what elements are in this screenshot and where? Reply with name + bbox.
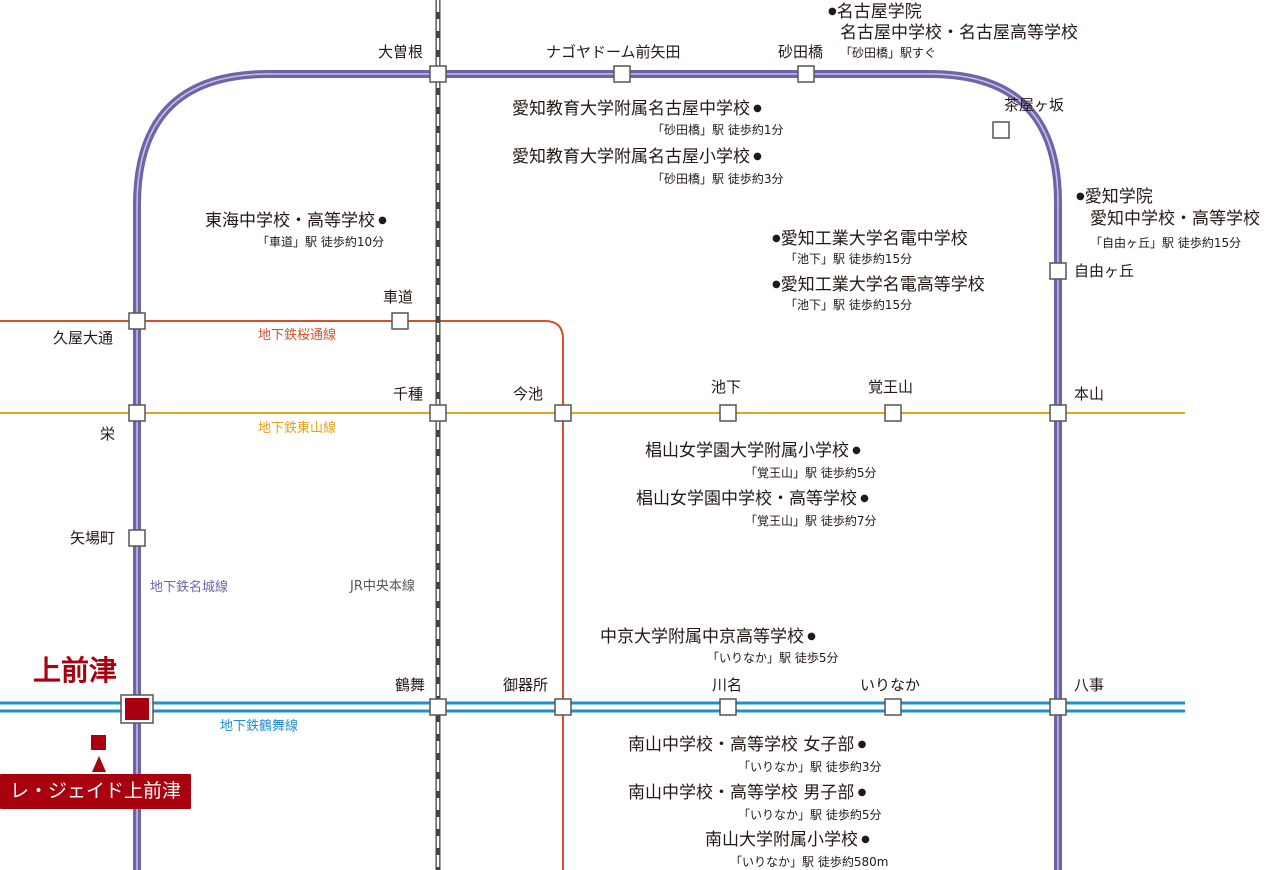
station-label-yabacho: 矢場町 (70, 529, 116, 547)
station-label-motoyama: 本山 (1074, 385, 1105, 403)
line-label-meijo: 地下鉄名城線 (150, 580, 229, 595)
school-tokai: 東海中学校・高等学校 (205, 213, 387, 230)
tsurumai-line (0, 701, 1185, 713)
station-label-chayagasaka: 茶屋ヶ坂 (1004, 96, 1065, 114)
station-marker-chayagasaka (992, 121, 1010, 139)
station-label-nagoya-dome: ナゴヤドーム前矢田 (546, 43, 681, 61)
sakuradori-line (0, 320, 564, 870)
school-access: 「いりなか」駅 徒歩約580m (730, 855, 889, 869)
school-access: 「砂田橋」駅 徒歩約3分 (652, 172, 784, 186)
school-aikyodai-es: 愛知教育大学附属名古屋小学校 (512, 149, 762, 166)
school-name: 東海中学校・高等学校 (205, 211, 375, 231)
line-label-tsurumai: 地下鉄鶴舞線 (220, 719, 299, 734)
property-badge: レ・ジェイド上前津 (0, 774, 192, 809)
school-access: 「いりなか」駅 徒歩5分 (707, 651, 839, 665)
school-name: 愛知教育大学附属名古屋中学校 (512, 99, 750, 119)
station-label-kurumamichi: 車道 (383, 288, 414, 306)
school-name: 愛知工業大学名電高等学校 (780, 275, 985, 295)
station-marker-kamimaezu (120, 694, 154, 724)
station-marker-kawana (719, 698, 737, 716)
station-label-imaike: 今池 (513, 385, 544, 403)
station-marker-sunadabashi (797, 65, 815, 83)
station-marker-yagoto (1049, 698, 1067, 716)
station-label-kawana: 川名 (712, 676, 743, 694)
station-marker-chikusa (429, 404, 447, 422)
station-label-kakuozan: 覚王山 (868, 378, 914, 396)
station-marker-ozone (429, 65, 447, 83)
school-meiden-jhs: 愛知工業大学名電中学校 (772, 231, 968, 248)
school-access: 「覚王山」駅 徒歩約5分 (745, 466, 877, 480)
school-sugiyama-es: 椙山女学園大学附属小学校 (645, 443, 861, 460)
school-name: 南山中学校・高等学校 女子部 (628, 735, 855, 755)
school-name: 愛知教育大学附属名古屋小学校 (512, 147, 750, 167)
school-aikyodai-jhs: 愛知教育大学附属名古屋中学校 (512, 101, 762, 118)
school-access: 「覚王山」駅 徒歩約7分 (745, 514, 877, 528)
school-name: 南山中学校・高等学校 男子部 (628, 783, 855, 803)
school-name: 愛知工業大学名電中学校 (780, 229, 968, 249)
station-marker-irinaka (884, 698, 902, 716)
station-marker-jiyugaoka (1049, 262, 1067, 280)
station-label-irinaka: いりなか (860, 676, 921, 694)
school-sugiyama-jhs: 椙山女学園中学校・高等学校 (636, 491, 869, 508)
station-label-sunadabashi: 砂田橋 (778, 43, 824, 61)
station-marker-motoyama (1049, 404, 1067, 422)
school-access: 「砂田橋」駅 徒歩約1分 (652, 123, 784, 137)
school-nagoya-gakuin-sub: 名古屋中学校・名古屋高等学校 (840, 23, 1078, 43)
school-access: 「池下」駅 徒歩約15分 (785, 298, 913, 312)
school-meiden-hs: 愛知工業大学名電高等学校 (772, 277, 985, 294)
station-marker-tsurumai (429, 698, 447, 716)
school-access: 「車道」駅 徒歩約10分 (257, 235, 385, 249)
station-label-yagoto: 八事 (1074, 676, 1105, 694)
school-nagoya-gakuin: 名古屋学院 (828, 4, 922, 21)
station-label-sakae: 栄 (100, 425, 116, 443)
station-label-ikeshita: 池下 (711, 378, 742, 396)
school-access: 「砂田橋」駅すぐ (840, 46, 937, 60)
station-label-hisaya-odori: 久屋大通 (53, 329, 114, 347)
station-marker-imaike (554, 404, 572, 422)
school-aichi-gakuin-sub: 愛知中学校・高等学校 (1090, 209, 1260, 229)
school-name: 椙山女学園大学附属小学校 (645, 441, 849, 461)
property-pin (91, 735, 106, 772)
school-name: 愛知学院 (1084, 187, 1153, 207)
line-label-sakuradori: 地下鉄桜通線 (258, 328, 337, 343)
station-label-gokiso: 御器所 (503, 676, 549, 694)
meijo-line (133, 70, 1062, 870)
school-chukyo: 中京大学附属中京高等学校 (600, 629, 816, 646)
school-nanzan-es: 南山大学附属小学校 (705, 832, 870, 849)
station-label-ozone: 大曽根 (378, 43, 424, 61)
school-name: 中京大学附属中京高等学校 (600, 627, 804, 647)
station-label-chikusa: 千種 (393, 385, 424, 403)
line-label-higashiyama: 地下鉄東山線 (258, 421, 337, 436)
station-label-tsurumai: 鶴舞 (395, 676, 426, 694)
school-access: 「池下」駅 徒歩約15分 (785, 252, 913, 266)
station-label-jiyugaoka: 自由ヶ丘 (1074, 262, 1135, 280)
station-marker-hisaya-odori (128, 312, 146, 330)
school-access: 「自由ヶ丘」駅 徒歩約15分 (1090, 236, 1242, 250)
school-name: 名古屋学院 (836, 2, 922, 22)
station-marker-sakae (128, 404, 146, 422)
station-marker-gokiso (554, 698, 572, 716)
school-nanzan-boys: 南山中学校・高等学校 男子部 (628, 785, 866, 802)
station-label-kamimaezu: 上前津 (33, 654, 118, 687)
school-name: 椙山女学園中学校・高等学校 (636, 489, 857, 509)
school-access: 「いりなか」駅 徒歩約5分 (738, 808, 882, 822)
station-marker-yabacho (128, 529, 146, 547)
school-nanzan-girls: 南山中学校・高等学校 女子部 (628, 737, 866, 754)
school-aichi-gakuin: 愛知学院 (1076, 189, 1153, 206)
station-markers (128, 65, 1067, 716)
station-marker-kakuozan (884, 404, 902, 422)
line-label-jr-chuo: JR中央本線 (350, 579, 415, 594)
school-name: 南山大学附属小学校 (705, 830, 858, 850)
station-marker-nagoya-dome (613, 65, 631, 83)
school-access: 「いりなか」駅 徒歩約3分 (738, 760, 882, 774)
station-marker-kurumamichi (391, 312, 409, 330)
station-marker-ikeshita (719, 404, 737, 422)
